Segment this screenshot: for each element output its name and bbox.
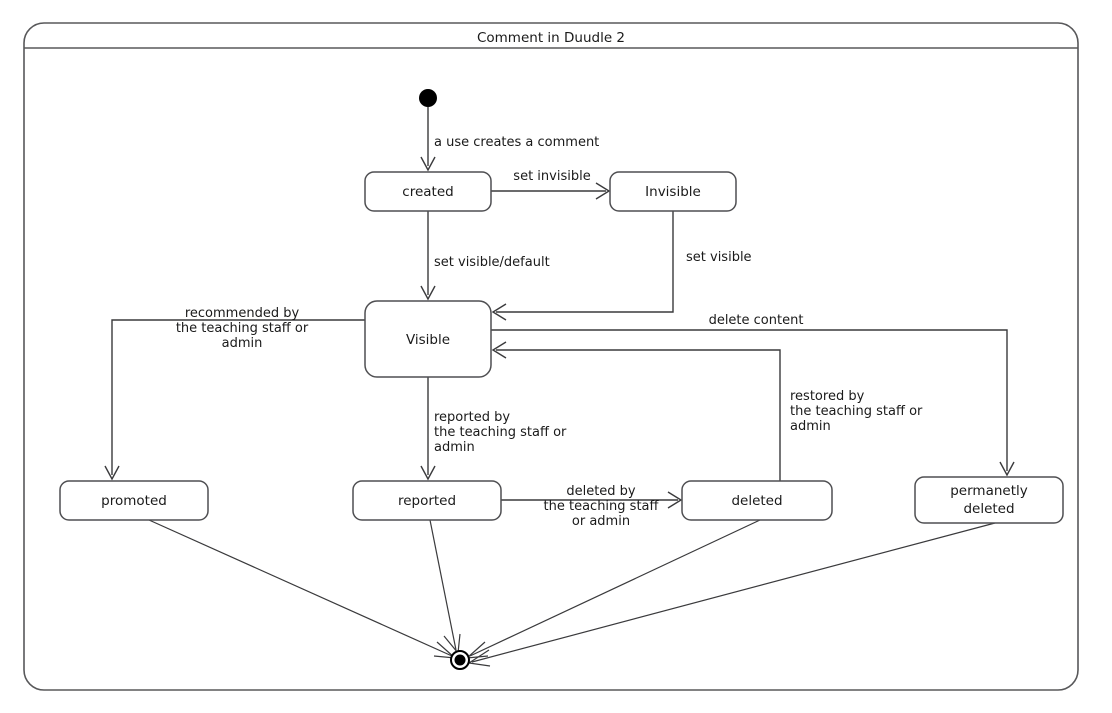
state-permanently-deleted-label-line2: deleted bbox=[963, 501, 1014, 517]
initial-state-node[interactable] bbox=[419, 89, 437, 107]
edge-line bbox=[496, 349, 781, 481]
transition-label-recommended-by-line3: admin bbox=[222, 336, 263, 351]
state-promoted-label: promoted bbox=[101, 493, 167, 509]
transition-label-recommended-by-line1: recommended by bbox=[185, 306, 300, 321]
arrowhead bbox=[491, 341, 507, 359]
state-reported[interactable]: reported bbox=[352, 480, 502, 521]
state-promoted[interactable]: promoted bbox=[59, 480, 209, 521]
transition-label-set-visible-default: set visible/default bbox=[434, 255, 550, 270]
state-deleted[interactable]: deleted bbox=[681, 480, 833, 521]
transition-label-reported-by-line2: the teaching staff or bbox=[434, 425, 567, 440]
arrowhead bbox=[491, 303, 507, 321]
diagram-frame: Comment in Duudle 2 bbox=[23, 22, 1079, 691]
state-reported-label: reported bbox=[398, 493, 456, 509]
final-state-node[interactable] bbox=[450, 650, 470, 670]
state-deleted-box[interactable] bbox=[681, 480, 833, 521]
arrowhead bbox=[999, 461, 1015, 477]
transition-label-a-use-creates-a-comment: a use creates a comment bbox=[434, 135, 599, 150]
state-visible-box[interactable] bbox=[364, 300, 492, 378]
transition-created-to-invisible: set invisible bbox=[491, 169, 611, 200]
transition-label-recommended-by-line2: the teaching staff or bbox=[176, 321, 309, 336]
state-reported-box[interactable] bbox=[352, 480, 502, 521]
transition-created-to-visible: set visible/default bbox=[420, 211, 550, 301]
transition-label-set-invisible: set invisible bbox=[513, 169, 590, 184]
state-created[interactable]: created bbox=[364, 171, 492, 212]
transition-label-restored-by-line2: the teaching staff or bbox=[790, 404, 923, 419]
state-visible[interactable]: Visible bbox=[364, 300, 492, 378]
edge-line bbox=[148, 519, 453, 657]
arrowhead bbox=[104, 465, 120, 481]
transition-label-restored-by-line1: restored by bbox=[790, 389, 865, 404]
arrowhead bbox=[667, 491, 683, 509]
state-created-label: created bbox=[402, 184, 453, 200]
transition-visible-to-reported: reported by the teaching staff or admin bbox=[420, 377, 567, 481]
state-invisible-label: Invisible bbox=[645, 184, 701, 200]
arrowhead bbox=[595, 182, 611, 200]
state-invisible[interactable]: Invisible bbox=[609, 171, 737, 212]
transition-label-deleted-by-line3: or admin bbox=[572, 514, 630, 529]
transition-label-restored-by-line3: admin bbox=[790, 419, 831, 434]
transition-label-set-visible: set visible bbox=[686, 250, 752, 265]
transition-initial-to-created: a use creates a comment bbox=[420, 107, 599, 172]
transition-reported-to-deleted: deleted by the teaching staff or admin bbox=[501, 484, 683, 529]
edge-line bbox=[469, 519, 761, 657]
transition-visible-to-permanently-deleted: delete content bbox=[491, 313, 1015, 477]
frame-border bbox=[23, 22, 1079, 691]
transition-label-delete-content: delete content bbox=[709, 313, 804, 328]
edge-line bbox=[496, 211, 674, 313]
edge-line bbox=[491, 329, 1008, 471]
state-visible-label: Visible bbox=[406, 332, 450, 348]
state-promoted-box[interactable] bbox=[59, 480, 209, 521]
arrowhead bbox=[420, 465, 436, 481]
state-created-box[interactable] bbox=[364, 171, 492, 212]
arrowhead bbox=[420, 156, 436, 172]
edge-line bbox=[471, 522, 996, 663]
states-layer: created Invisible Visible promoted repor… bbox=[59, 89, 1064, 670]
transition-label-reported-by-line1: reported by bbox=[434, 410, 510, 425]
transition-label-deleted-by-line1: deleted by bbox=[566, 484, 636, 499]
transition-label-reported-by-line3: admin bbox=[434, 440, 475, 455]
arrowhead bbox=[420, 285, 436, 301]
transition-visible-to-promoted: recommended by the teaching staff or adm… bbox=[104, 306, 365, 481]
transitions-layer: a use creates a comment set invisible se… bbox=[104, 107, 1015, 667]
state-permanently-deleted-label-line1: permanetly bbox=[950, 483, 1028, 499]
state-permanently-deleted[interactable]: permanetly deleted bbox=[914, 476, 1064, 524]
state-invisible-box[interactable] bbox=[609, 171, 737, 212]
state-deleted-label: deleted bbox=[731, 493, 782, 509]
transition-deleted-to-visible: restored by the teaching staff or admin bbox=[491, 341, 923, 481]
state-permanently-deleted-box[interactable] bbox=[914, 476, 1064, 524]
transition-label-deleted-by-line2: the teaching staff bbox=[544, 499, 660, 514]
edge-line bbox=[429, 519, 457, 651]
transition-invisible-to-visible: set visible bbox=[491, 211, 752, 321]
edge-line bbox=[111, 319, 365, 475]
final-state-inner-dot bbox=[454, 654, 466, 666]
diagram-title: Comment in Duudle 2 bbox=[477, 30, 625, 46]
